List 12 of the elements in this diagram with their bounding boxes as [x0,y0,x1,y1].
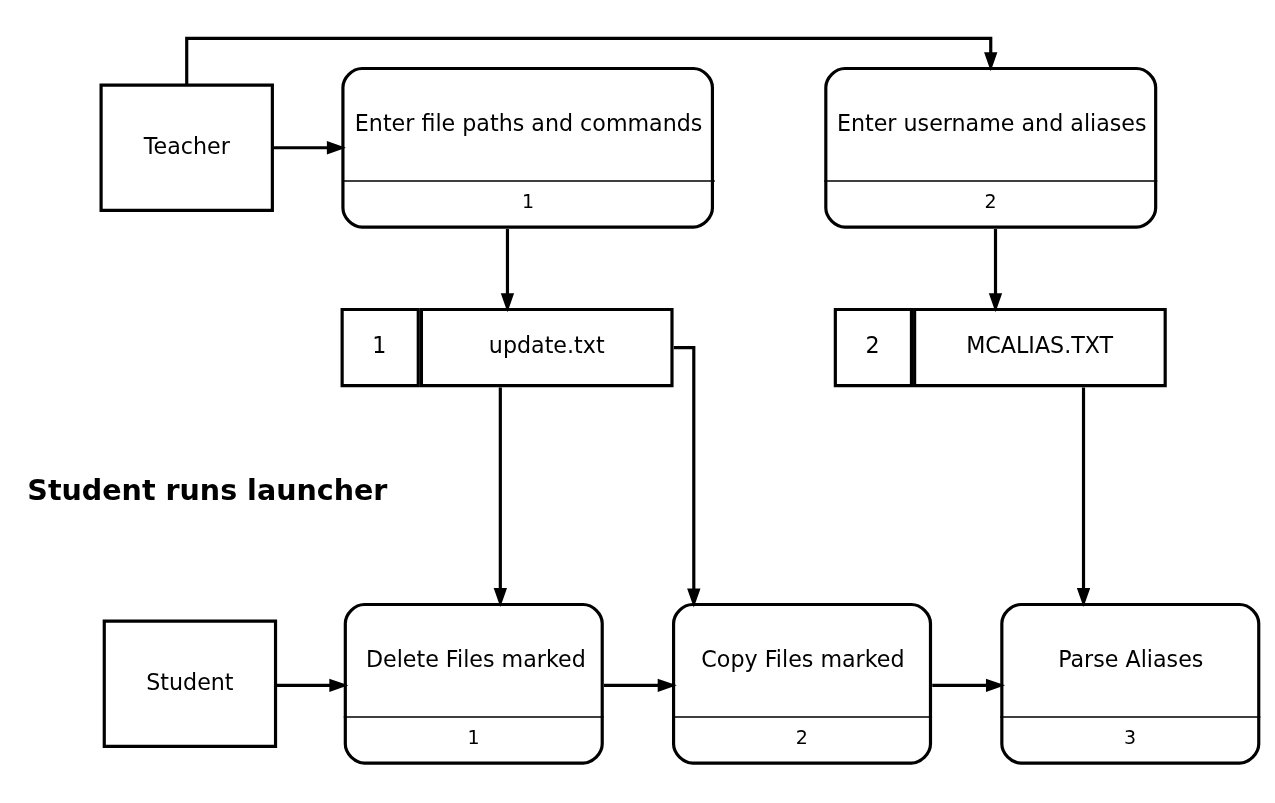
arrow [185,36,998,85]
arrow [272,141,346,155]
arrow [275,678,349,693]
arrow [500,229,515,313]
node-box: Student [102,619,278,748]
arrow [932,678,1006,693]
label: Student runs launcher [27,474,388,508]
arrow [1076,387,1091,608]
arrow [493,387,507,608]
node-box: Teacher [99,83,274,212]
arrow [604,678,677,693]
arrow [988,229,1003,313]
